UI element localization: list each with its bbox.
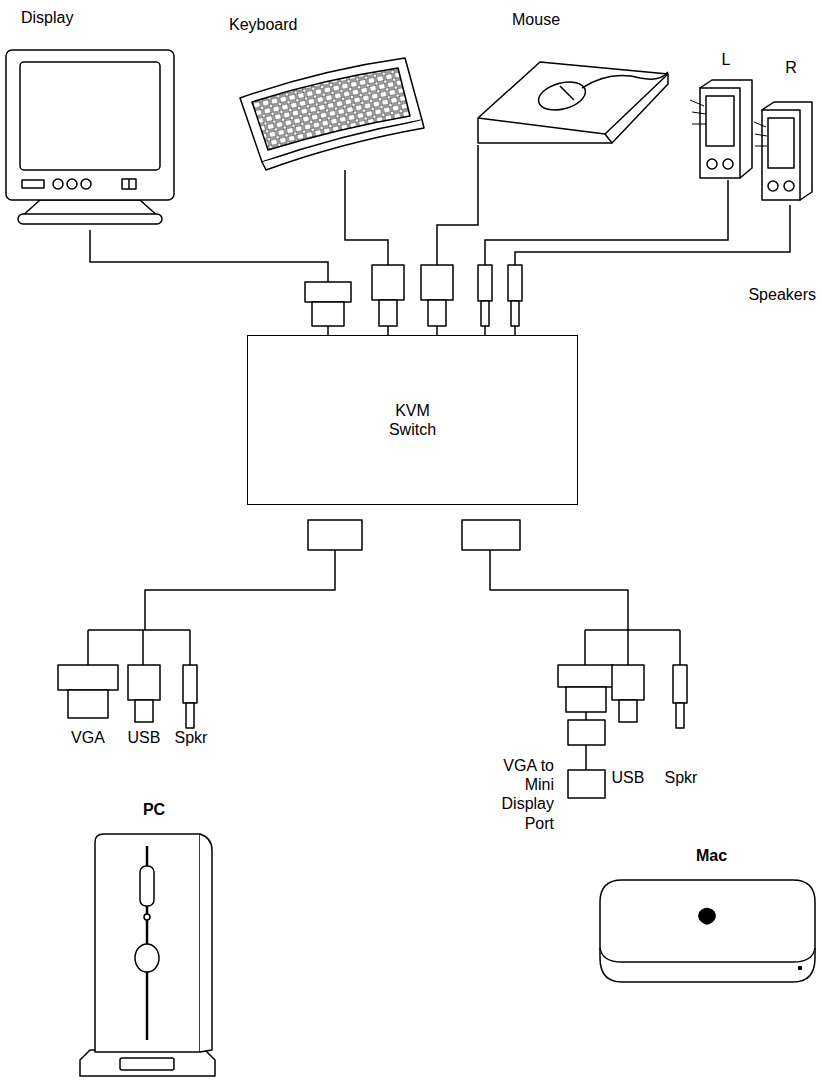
node-label: KVM Switch (389, 401, 436, 439)
keyboard-device: Keyboard (225, 15, 433, 170)
node-label: Display (21, 8, 188, 27)
node-label: R (758, 58, 822, 77)
pc-device: PC (80, 800, 228, 1076)
keyboard-drawing (240, 58, 424, 170)
speaker-left-drawing (690, 80, 752, 178)
speaker-left: L (690, 50, 762, 180)
connector-label: USB (598, 768, 658, 787)
input-plugs (305, 265, 522, 326)
node-label: PC (80, 800, 228, 819)
cable-line (90, 230, 328, 335)
pc-tower-drawing (80, 834, 215, 1076)
connector-label: USB (114, 728, 174, 747)
output-cables (58, 520, 687, 798)
connector-label: VGA (50, 728, 126, 747)
node-label: Keyboard (229, 15, 433, 34)
mouse-device: Mouse (470, 10, 678, 145)
display-device: Display (5, 8, 188, 230)
monitor-drawing (6, 50, 174, 224)
speaker-right: R (758, 58, 822, 205)
cable-line (485, 180, 728, 335)
mac-mini-drawing (600, 880, 815, 982)
speakers-label: Speakers (730, 285, 816, 304)
speaker-right-drawing (754, 102, 812, 200)
node-label: Mouse (512, 10, 678, 29)
node-label: L (690, 50, 762, 69)
adapter-label: VGA to Mini Display Port (470, 756, 554, 833)
node-label: Mac (600, 846, 822, 865)
mac-device: Mac (600, 846, 822, 982)
kvm-switch-box: KVM Switch (247, 335, 578, 505)
mouse-drawing (478, 62, 668, 143)
cable-line (515, 205, 790, 335)
connector-label: Spkr (168, 728, 214, 747)
connector-label: Spkr (658, 768, 704, 787)
